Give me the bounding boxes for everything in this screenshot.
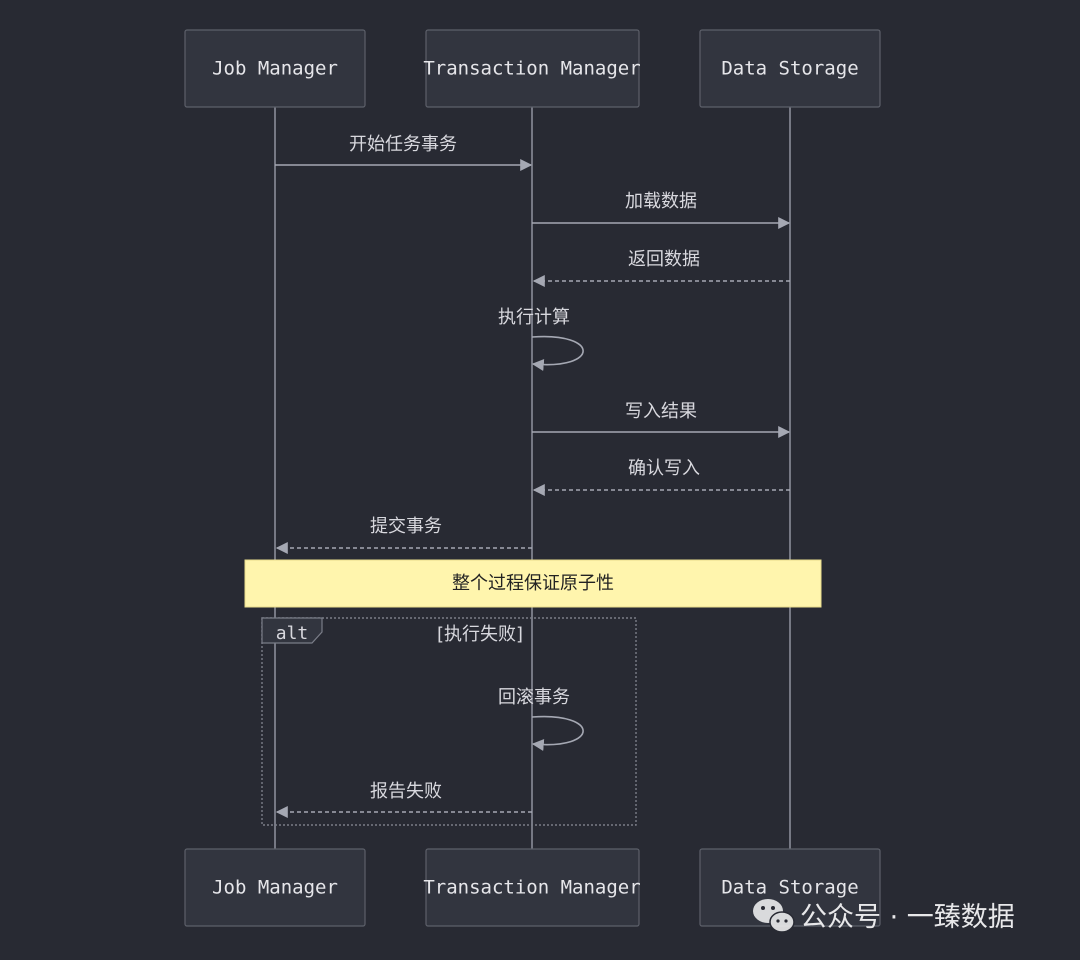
actor-label: Job Manager: [212, 877, 338, 899]
note-atomicity: 整个过程保证原子性: [244, 559, 822, 608]
message-confirm-write: 确认写入: [532, 458, 790, 496]
actor-label: Data Storage: [721, 877, 858, 899]
message-label: 执行计算: [498, 307, 570, 328]
message-label: 加载数据: [625, 191, 697, 212]
message-start-task: 开始任务事务: [275, 134, 533, 171]
message-write-result: 写入结果: [532, 401, 791, 438]
wechat-icon: [753, 899, 795, 933]
message-label: 开始任务事务: [349, 134, 457, 155]
actor-job-manager-bottom: Job Manager: [184, 848, 366, 927]
message-load-data: 加载数据: [532, 191, 791, 229]
message-label: 回滚事务: [498, 687, 570, 708]
actor-label: Data Storage: [721, 58, 858, 80]
message-label: 返回数据: [628, 249, 700, 270]
message-label: 确认写入: [628, 458, 700, 479]
message-label: 写入结果: [625, 401, 697, 422]
message-report-failure: 报告失败: [275, 781, 532, 818]
message-rollback: 回滚事务: [498, 687, 584, 751]
message-label: 报告失败: [370, 781, 442, 802]
alt-block: alt [执行失败]: [261, 617, 637, 826]
alt-label: alt: [276, 623, 309, 644]
watermark: 公众号 · 一臻数据: [753, 899, 1015, 933]
actor-label: Transaction Manager: [423, 58, 640, 80]
actor-label: Transaction Manager: [423, 877, 640, 899]
actor-data-storage-bottom: Data Storage: [699, 848, 881, 927]
actor-job-manager-top: Job Manager: [184, 29, 366, 108]
actor-transaction-manager-top: Transaction Manager: [423, 29, 641, 108]
message-return-data: 返回数据: [532, 249, 790, 287]
actor-label: Job Manager: [212, 58, 338, 80]
actor-transaction-manager-bottom: Transaction Manager: [423, 848, 641, 927]
message-commit: 提交事务: [275, 516, 532, 554]
message-execute-calc: 执行计算: [498, 307, 584, 371]
actor-data-storage-top: Data Storage: [699, 29, 881, 108]
alt-condition: [执行失败]: [437, 624, 523, 645]
message-label: 提交事务: [370, 516, 442, 537]
note-label: 整个过程保证原子性: [452, 573, 614, 594]
watermark-text: 公众号 · 一臻数据: [800, 902, 1015, 933]
